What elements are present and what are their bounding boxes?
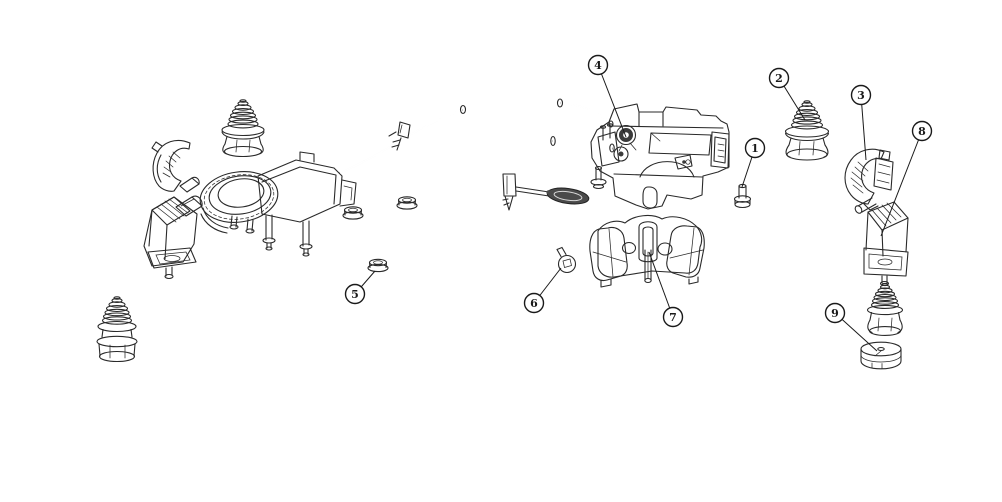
flange-nut-b-drawing (396, 196, 418, 210)
screw-part6-drawing (556, 246, 577, 274)
cable-clip-upper-drawing (388, 121, 411, 151)
callout-leader-line (860, 94, 867, 161)
callout-number: 3 (857, 89, 865, 102)
lock-lever-drawing (151, 139, 200, 193)
bumper-part9-upper-drawing (866, 282, 904, 336)
callout-leader-line (880, 130, 923, 237)
puck-part9-drawing (860, 341, 902, 370)
callout-1[interactable]: 1 (741, 137, 766, 188)
callout-7[interactable]: 7 (648, 251, 684, 328)
callout-number: 6 (530, 297, 538, 310)
callout-circle[interactable] (768, 67, 790, 89)
callout-circle[interactable] (523, 292, 545, 314)
actuator-assembly-drawing (199, 151, 357, 257)
callout-6[interactable]: 6 (523, 267, 562, 314)
callout-2[interactable]: 2 (768, 67, 806, 121)
callout-5[interactable]: 5 (344, 270, 376, 305)
grommet-top-left-drawing (221, 99, 265, 158)
callout-4[interactable]: 4 (587, 54, 627, 138)
bolt-part1-drawing (733, 183, 752, 209)
release-cable-loop-drawing (443, 135, 615, 211)
bumper-bottom-left-drawing (96, 296, 138, 363)
callout-number: 5 (351, 288, 359, 301)
switch-part8-drawing (854, 197, 909, 287)
callout-number: 1 (751, 142, 759, 155)
flange-nut-a-drawing (342, 206, 364, 220)
callout-number: 2 (775, 72, 783, 85)
callout-leader-line (597, 64, 627, 138)
callout-circle[interactable] (344, 283, 366, 305)
callout-number: 8 (918, 125, 926, 138)
lock-housing-part3-drawing (844, 148, 894, 211)
callout-circle[interactable] (744, 137, 766, 159)
grommet-part2-drawing (784, 100, 830, 161)
callout-circle[interactable] (587, 54, 609, 76)
callout-9[interactable]: 9 (824, 302, 878, 352)
callout-number: 9 (831, 307, 839, 320)
switch-left-drawing (143, 196, 198, 280)
callout-circle[interactable] (850, 84, 872, 106)
flange-nut-part5-drawing (367, 258, 389, 273)
callout-circle[interactable] (824, 302, 846, 324)
callout-circle[interactable] (662, 306, 684, 328)
upper-cable-drawing (339, 98, 614, 174)
callout-layer: 1 2 3 4 5 6 7 8 9 (344, 54, 933, 352)
latch-assembly-drawing (590, 103, 730, 210)
callout-number: 4 (594, 59, 602, 72)
callout-circle[interactable] (911, 120, 933, 142)
callout-leader-line (648, 251, 674, 318)
striker-part7-drawing (589, 214, 705, 288)
callout-8[interactable]: 8 (880, 120, 933, 237)
callout-3[interactable]: 3 (850, 84, 872, 161)
callout-number: 7 (669, 311, 677, 324)
